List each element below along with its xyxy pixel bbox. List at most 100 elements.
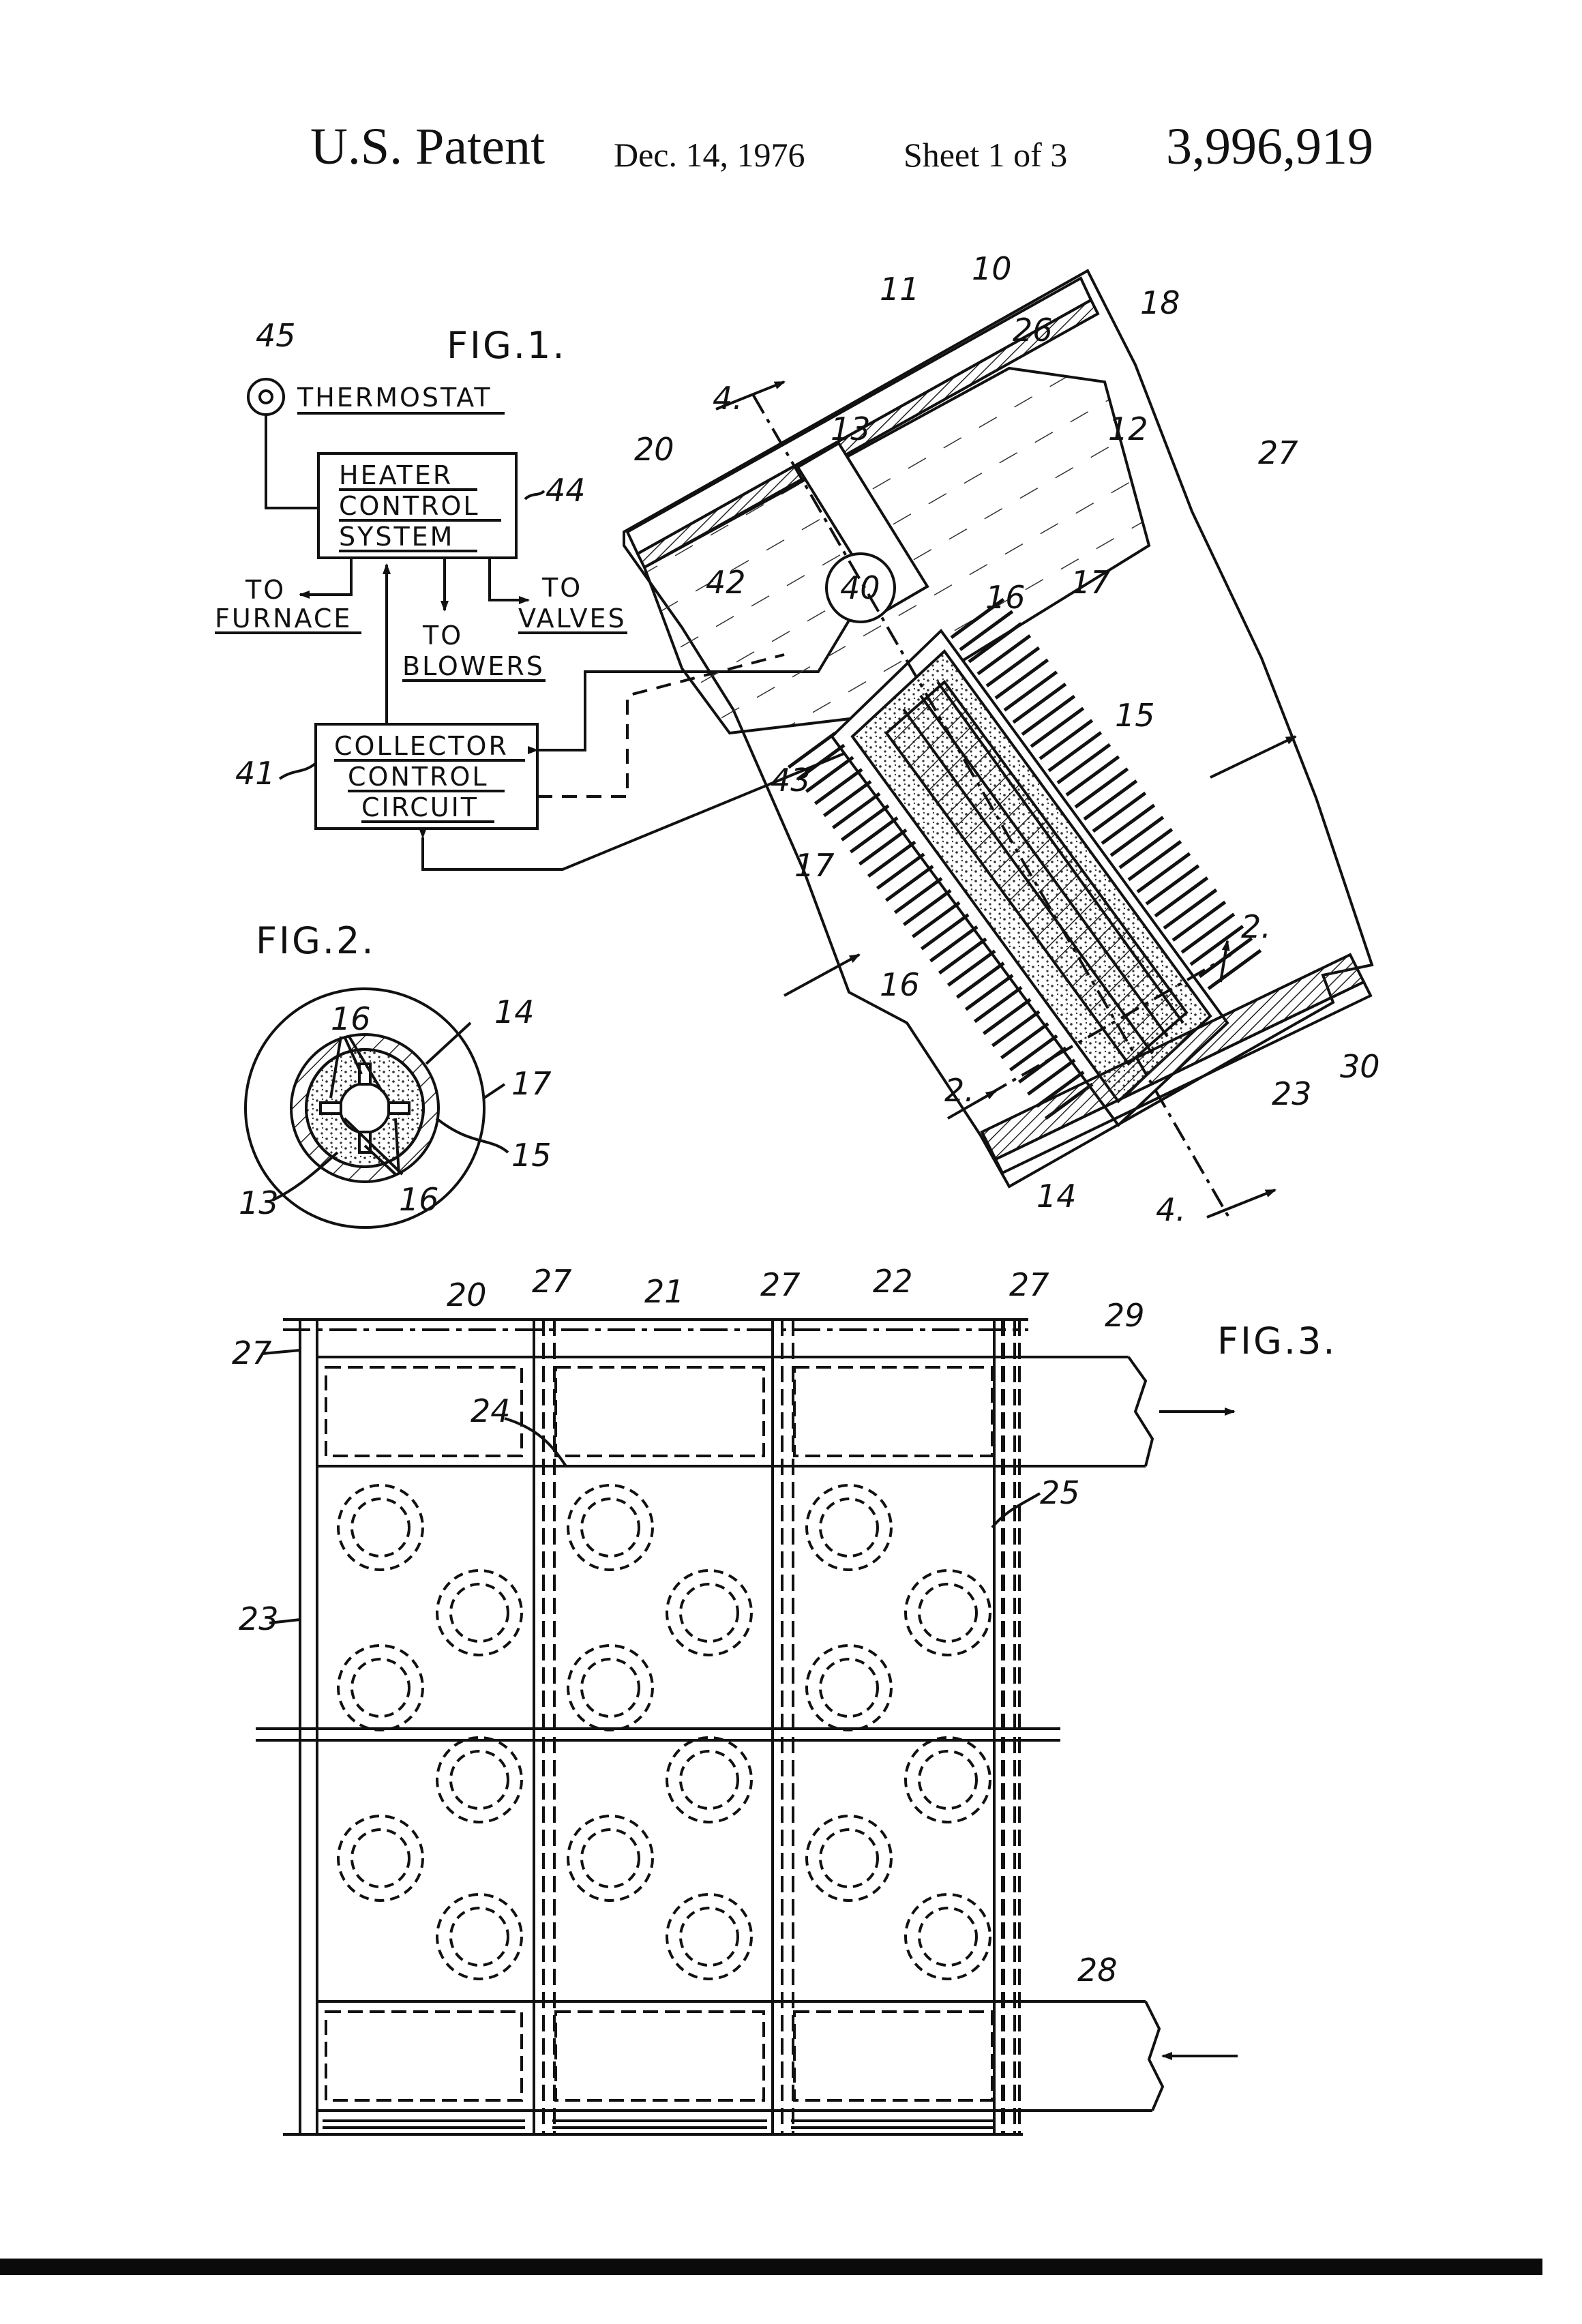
ref-25: 25 bbox=[1040, 1474, 1080, 1511]
ref-15: 15 bbox=[511, 1137, 552, 1174]
fin-lower bbox=[806, 758, 853, 792]
ref-29: 29 bbox=[1105, 1297, 1145, 1334]
fin-lower bbox=[815, 769, 862, 803]
ref-17b: 17 bbox=[794, 847, 835, 884]
leader-17 bbox=[484, 1084, 505, 1098]
valves-to: TO bbox=[541, 573, 582, 603]
thermostat-symbol bbox=[248, 379, 284, 415]
footer-manifold-box bbox=[556, 2012, 764, 2100]
fin-upper bbox=[1040, 720, 1092, 758]
channel-right-16 bbox=[389, 1103, 409, 1114]
tube-circle-14 bbox=[681, 1751, 738, 1808]
fin-lower bbox=[904, 891, 951, 925]
arrow-to-valves bbox=[490, 558, 528, 600]
ref-42: 42 bbox=[706, 564, 746, 601]
heater-line-2: CONTROL bbox=[339, 491, 480, 521]
fin-upper bbox=[1031, 709, 1084, 747]
ref-23: 23 bbox=[1272, 1075, 1312, 1112]
blowers-to: TO bbox=[422, 621, 463, 651]
fin-upper bbox=[1129, 841, 1181, 880]
fin-upper bbox=[1084, 781, 1137, 819]
fin-lower bbox=[841, 806, 889, 840]
fin-upper bbox=[1058, 745, 1110, 783]
fin-lower bbox=[992, 1011, 1039, 1045]
fin-upper bbox=[1111, 817, 1163, 855]
ref-17: 17 bbox=[511, 1065, 552, 1102]
bottom-rule bbox=[0, 2259, 1542, 2275]
channel-left-16 bbox=[320, 1103, 341, 1114]
ref-4a: 4. bbox=[713, 380, 743, 417]
fin-lower bbox=[912, 903, 959, 937]
tube-circle-14 bbox=[681, 1908, 738, 1965]
ref-2b: 2. bbox=[1241, 908, 1271, 945]
thermostat-text: THERMOSTAT bbox=[297, 383, 492, 413]
fin-lower bbox=[966, 975, 1013, 1009]
ref-45: 45 bbox=[256, 317, 296, 354]
fin-lower bbox=[921, 914, 968, 949]
fin-upper bbox=[1093, 793, 1146, 831]
fin-lower bbox=[850, 818, 897, 852]
fin-lower bbox=[1010, 1036, 1057, 1070]
thermostat-dial-icon bbox=[260, 391, 272, 403]
fin-upper bbox=[1137, 854, 1190, 892]
ref-18: 18 bbox=[1140, 284, 1180, 321]
fin-upper bbox=[1191, 926, 1243, 964]
ref-13: 13 bbox=[239, 1185, 279, 1221]
leader-44 bbox=[525, 491, 544, 499]
tube-circle-14 bbox=[919, 1908, 976, 1965]
fin-upper bbox=[1066, 757, 1119, 795]
ref-41: 41 bbox=[235, 755, 275, 792]
valves-text: VALVES bbox=[518, 604, 627, 634]
collector-line-2: CONTROL bbox=[348, 762, 489, 792]
tube-circle-14 bbox=[681, 1584, 738, 1641]
ref-16b: 16 bbox=[399, 1181, 439, 1218]
heater-line-1: HEATER bbox=[339, 460, 453, 490]
fin-upper bbox=[1049, 732, 1101, 771]
fig3-label: FIG.3. bbox=[1217, 1320, 1337, 1362]
ref-21: 21 bbox=[644, 1273, 685, 1310]
arrow-to-furnace bbox=[300, 558, 351, 595]
fin-lower bbox=[859, 830, 906, 864]
tube-circle-14 bbox=[919, 1584, 976, 1641]
fig3-refs: 20 27 21 27 22 27 29 27 24 25 23 28 bbox=[232, 1263, 1145, 1988]
ref-27: 27 bbox=[1258, 434, 1298, 471]
ref-2a: 2. bbox=[944, 1072, 974, 1109]
tube-circle-14 bbox=[451, 1584, 508, 1641]
fin-upper bbox=[1013, 684, 1066, 722]
ref-4b: 4. bbox=[1156, 1191, 1186, 1228]
fin-lower bbox=[948, 951, 995, 985]
footer-manifold-box bbox=[326, 2012, 522, 2100]
tube-circle-14 bbox=[582, 1830, 639, 1887]
ref-40: 40 bbox=[840, 569, 880, 606]
ref-14: 14 bbox=[1036, 1178, 1077, 1215]
ref-26: 26 bbox=[1013, 312, 1053, 348]
ref-20: 20 bbox=[447, 1277, 487, 1313]
tube-circle-14 bbox=[820, 1499, 878, 1556]
fin-upper bbox=[1102, 805, 1154, 844]
fin-lower bbox=[939, 939, 986, 973]
furnace-to: TO bbox=[245, 575, 286, 605]
fin-upper bbox=[1155, 878, 1208, 916]
ref-16a: 16 bbox=[331, 1000, 371, 1037]
ref-27c: 27 bbox=[1009, 1266, 1049, 1303]
fin-lower bbox=[983, 1000, 1030, 1034]
furnace-text: FURNACE bbox=[215, 604, 352, 634]
fin-lower bbox=[868, 842, 915, 876]
tube-array bbox=[338, 1485, 990, 1979]
tube-circle-14 bbox=[919, 1751, 976, 1808]
ref-43: 43 bbox=[771, 762, 811, 799]
ref-20: 20 bbox=[634, 431, 674, 468]
fin-lower bbox=[1001, 1024, 1048, 1058]
ref-27a: 27 bbox=[532, 1263, 572, 1300]
tube-circle-14 bbox=[582, 1499, 639, 1556]
tube-circle-14 bbox=[352, 1499, 409, 1556]
thermostat-wire bbox=[266, 415, 318, 508]
duct-28-break bbox=[1146, 2001, 1163, 2111]
collector-line-1: COLLECTOR bbox=[334, 731, 509, 761]
fin-upper bbox=[1022, 696, 1075, 734]
tube-circle-14 bbox=[451, 1751, 508, 1808]
fin-lower bbox=[895, 878, 942, 912]
ref-44: 44 bbox=[546, 472, 586, 509]
